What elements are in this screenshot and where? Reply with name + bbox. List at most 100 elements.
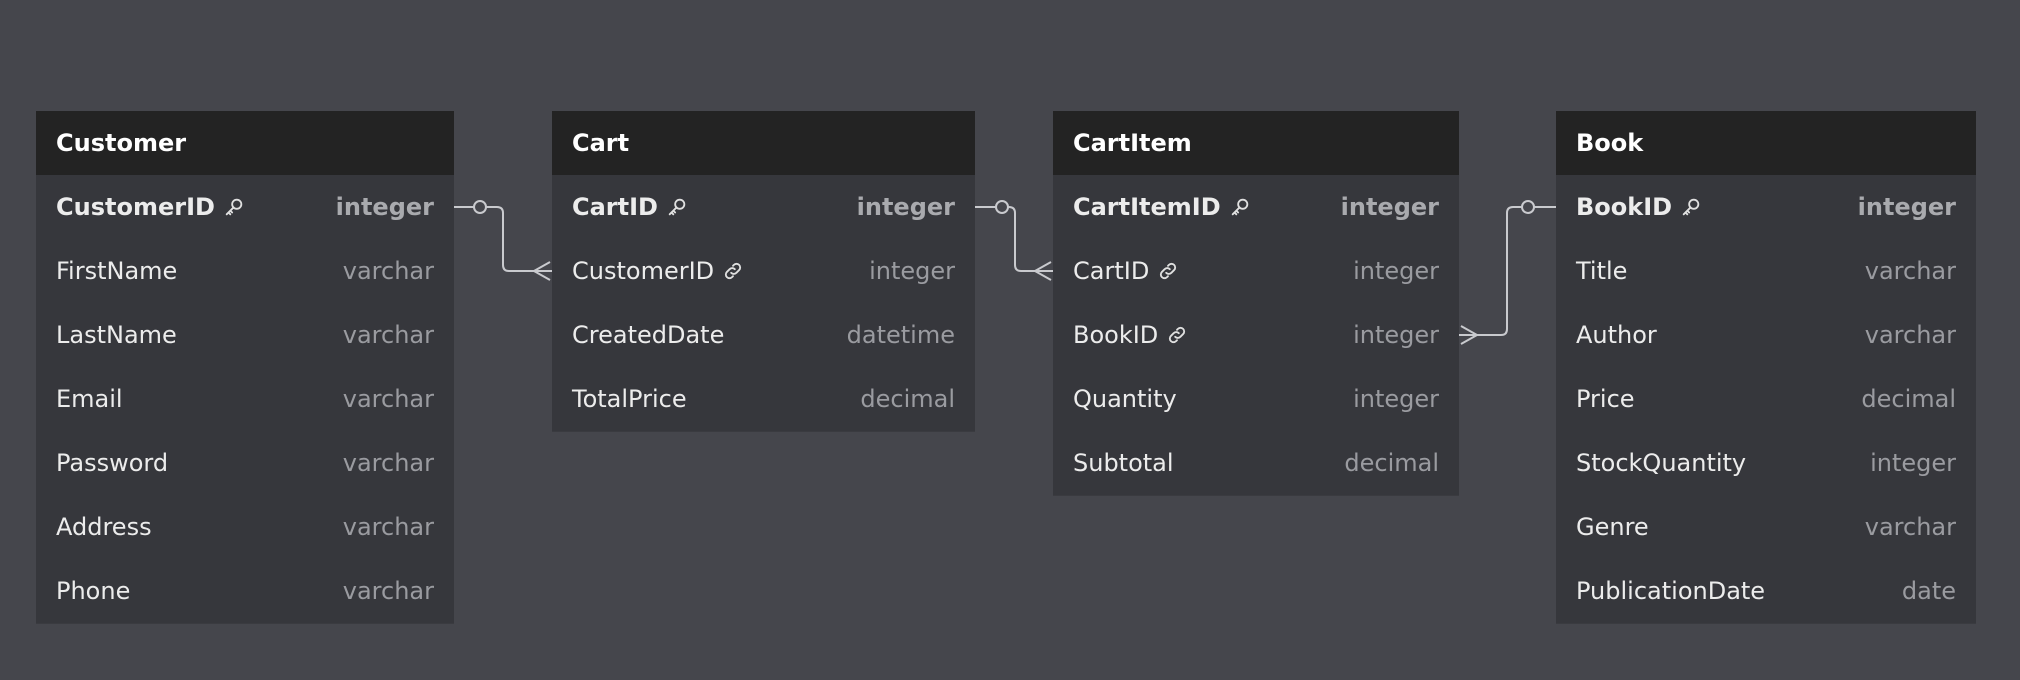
field-name: Title bbox=[1576, 257, 1628, 285]
field-name-group: Phone bbox=[56, 577, 130, 605]
field-name: BookID bbox=[1073, 321, 1159, 349]
field-name-group: StockQuantity bbox=[1576, 449, 1746, 477]
field-name: BookID bbox=[1576, 193, 1673, 221]
field-name-group: Author bbox=[1576, 321, 1657, 349]
field-row[interactable]: CustomerID integer bbox=[552, 239, 975, 303]
field-row[interactable]: FirstName varchar bbox=[36, 239, 454, 303]
field-type: varchar bbox=[1864, 513, 1956, 541]
field-name-group: CartItemID bbox=[1073, 193, 1251, 221]
field-name-group: Address bbox=[56, 513, 152, 541]
field-type: integer bbox=[1353, 321, 1439, 349]
field-row[interactable]: BookID integer bbox=[1556, 175, 1976, 239]
field-type: date bbox=[1901, 577, 1956, 605]
field-row[interactable]: Genre varchar bbox=[1556, 495, 1976, 559]
field-row[interactable]: CustomerID integer bbox=[36, 175, 454, 239]
field-name-group: BookID bbox=[1073, 321, 1188, 349]
field-type: varchar bbox=[342, 385, 434, 413]
link-icon bbox=[722, 260, 744, 282]
field-name-group: CartID bbox=[1073, 257, 1179, 285]
field-row[interactable]: Email varchar bbox=[36, 367, 454, 431]
field-name-group: TotalPrice bbox=[572, 385, 687, 413]
field-name-group: FirstName bbox=[56, 257, 177, 285]
field-name-group: Email bbox=[56, 385, 123, 413]
field-row[interactable]: CartItemID integer bbox=[1053, 175, 1459, 239]
field-type: integer bbox=[869, 257, 955, 285]
field-row[interactable]: Password varchar bbox=[36, 431, 454, 495]
key-icon bbox=[666, 196, 688, 218]
field-type: integer bbox=[1353, 385, 1439, 413]
field-type: integer bbox=[1870, 449, 1956, 477]
field-type: varchar bbox=[342, 513, 434, 541]
field-name-group: CartID bbox=[572, 193, 688, 221]
field-name: PublicationDate bbox=[1576, 577, 1766, 605]
table-title: Cart bbox=[552, 111, 975, 175]
field-row[interactable]: Author varchar bbox=[1556, 303, 1976, 367]
field-type: varchar bbox=[342, 257, 434, 285]
field-row[interactable]: CartID integer bbox=[552, 175, 975, 239]
field-name: Address bbox=[56, 513, 152, 541]
field-name: Quantity bbox=[1073, 385, 1177, 413]
table-title: Book bbox=[1556, 111, 1976, 175]
field-name: TotalPrice bbox=[572, 385, 687, 413]
field-name-group: Subtotal bbox=[1073, 449, 1174, 477]
field-name: Phone bbox=[56, 577, 131, 605]
field-type: varchar bbox=[342, 449, 434, 477]
field-type: varchar bbox=[1864, 257, 1956, 285]
field-name: CustomerID bbox=[56, 193, 215, 221]
field-name: CartID bbox=[1073, 257, 1150, 285]
key-icon bbox=[223, 196, 245, 218]
table-title: Customer bbox=[36, 111, 454, 175]
field-row[interactable]: Address varchar bbox=[36, 495, 454, 559]
field-name: CartID bbox=[572, 193, 658, 221]
field-name-group: BookID bbox=[1576, 193, 1702, 221]
field-name: Password bbox=[56, 449, 169, 477]
field-type: integer bbox=[1857, 193, 1956, 221]
field-type: varchar bbox=[342, 321, 434, 349]
field-row[interactable]: PublicationDate date bbox=[1556, 559, 1976, 623]
field-name: Author bbox=[1576, 321, 1657, 349]
field-type: varchar bbox=[1864, 321, 1956, 349]
field-row[interactable]: LastName varchar bbox=[36, 303, 454, 367]
field-type: varchar bbox=[342, 577, 434, 605]
field-name: Price bbox=[1576, 385, 1635, 413]
field-name: Subtotal bbox=[1073, 449, 1174, 477]
field-name: CartItemID bbox=[1073, 193, 1221, 221]
key-icon bbox=[1229, 196, 1251, 218]
field-row[interactable]: CartID integer bbox=[1053, 239, 1459, 303]
field-name: StockQuantity bbox=[1576, 449, 1747, 477]
field-type: integer bbox=[335, 193, 434, 221]
field-name: FirstName bbox=[56, 257, 178, 285]
link-icon bbox=[1166, 324, 1188, 346]
field-row[interactable]: Title varchar bbox=[1556, 239, 1976, 303]
table-title: CartItem bbox=[1053, 111, 1459, 175]
field-name-group: Price bbox=[1576, 385, 1635, 413]
field-name-group: Title bbox=[1576, 257, 1627, 285]
field-type: integer bbox=[1340, 193, 1439, 221]
field-row[interactable]: Phone varchar bbox=[36, 559, 454, 623]
field-name-group: LastName bbox=[56, 321, 177, 349]
field-row[interactable]: TotalPrice decimal bbox=[552, 367, 975, 431]
field-type: integer bbox=[1353, 257, 1439, 285]
field-name: Genre bbox=[1576, 513, 1649, 541]
key-icon bbox=[1680, 196, 1702, 218]
field-row[interactable]: StockQuantity integer bbox=[1556, 431, 1976, 495]
field-row[interactable]: BookID integer bbox=[1053, 303, 1459, 367]
field-name: Email bbox=[56, 385, 123, 413]
link-icon bbox=[1157, 260, 1179, 282]
field-name-group: CustomerID bbox=[572, 257, 744, 285]
field-name-group: Quantity bbox=[1073, 385, 1177, 413]
field-type: integer bbox=[856, 193, 955, 221]
field-row[interactable]: Quantity integer bbox=[1053, 367, 1459, 431]
field-name-group: CustomerID bbox=[56, 193, 245, 221]
field-type: decimal bbox=[860, 385, 955, 413]
field-name-group: Genre bbox=[1576, 513, 1649, 541]
field-name-group: CreatedDate bbox=[572, 321, 724, 349]
